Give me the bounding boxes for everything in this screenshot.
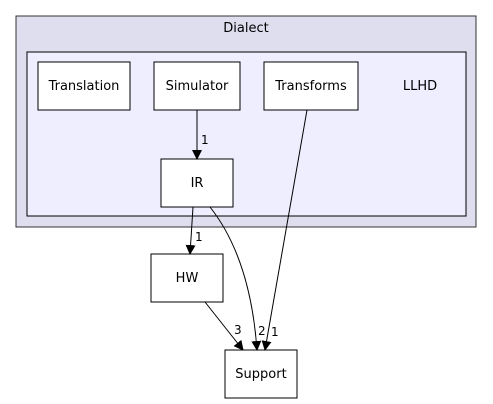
node-support-label: Support — [235, 367, 286, 382]
edge-hw-to-support-line — [204, 301, 244, 351]
cluster-llhd-label: LLHD — [403, 79, 437, 94]
edge-simulator-to-ir[interactable]: 1 — [192, 110, 209, 160]
node-ir[interactable]: IR — [160, 158, 234, 208]
node-simulator-box — [153, 61, 241, 111]
node-support[interactable]: Support — [224, 349, 298, 399]
edge-transforms-to-support[interactable]: 1 — [261, 109, 308, 351]
node-translation-label: Translation — [48, 79, 120, 94]
edge-hw-to-support[interactable]: 3 — [204, 301, 244, 351]
node-support-box — [224, 349, 298, 399]
edge-simulator-to-ir-count: 1 — [201, 133, 209, 147]
edge-ir-to-hw-count: 1 — [195, 230, 203, 244]
node-transforms[interactable]: Transforms — [263, 61, 359, 111]
node-transforms-label: Transforms — [274, 79, 347, 94]
node-hw[interactable]: HW — [150, 253, 224, 303]
node-simulator-label: Simulator — [166, 79, 229, 94]
edge-ir-to-hw[interactable]: 1 — [185, 206, 203, 255]
node-hw-label: HW — [176, 271, 199, 286]
node-translation[interactable]: Translation — [37, 61, 131, 111]
edge-ir-to-support[interactable]: 2 — [209, 206, 266, 351]
node-ir-label: IR — [191, 176, 204, 191]
edge-hw-to-support-count: 3 — [234, 323, 242, 337]
edge-transforms-to-support-line — [261, 109, 308, 351]
node-hw-box — [150, 253, 224, 303]
node-simulator[interactable]: Simulator — [153, 61, 241, 111]
edge-ir-to-support-count: 2 — [258, 324, 266, 338]
edge-transforms-to-support-count: 1 — [271, 325, 279, 339]
cluster-dialect-label: Dialect — [223, 21, 268, 36]
edge-ir-to-support-line — [209, 206, 262, 351]
node-transforms-box — [263, 61, 359, 111]
node-translation-box — [37, 61, 131, 111]
edge-ir-to-hw-line — [185, 206, 196, 255]
